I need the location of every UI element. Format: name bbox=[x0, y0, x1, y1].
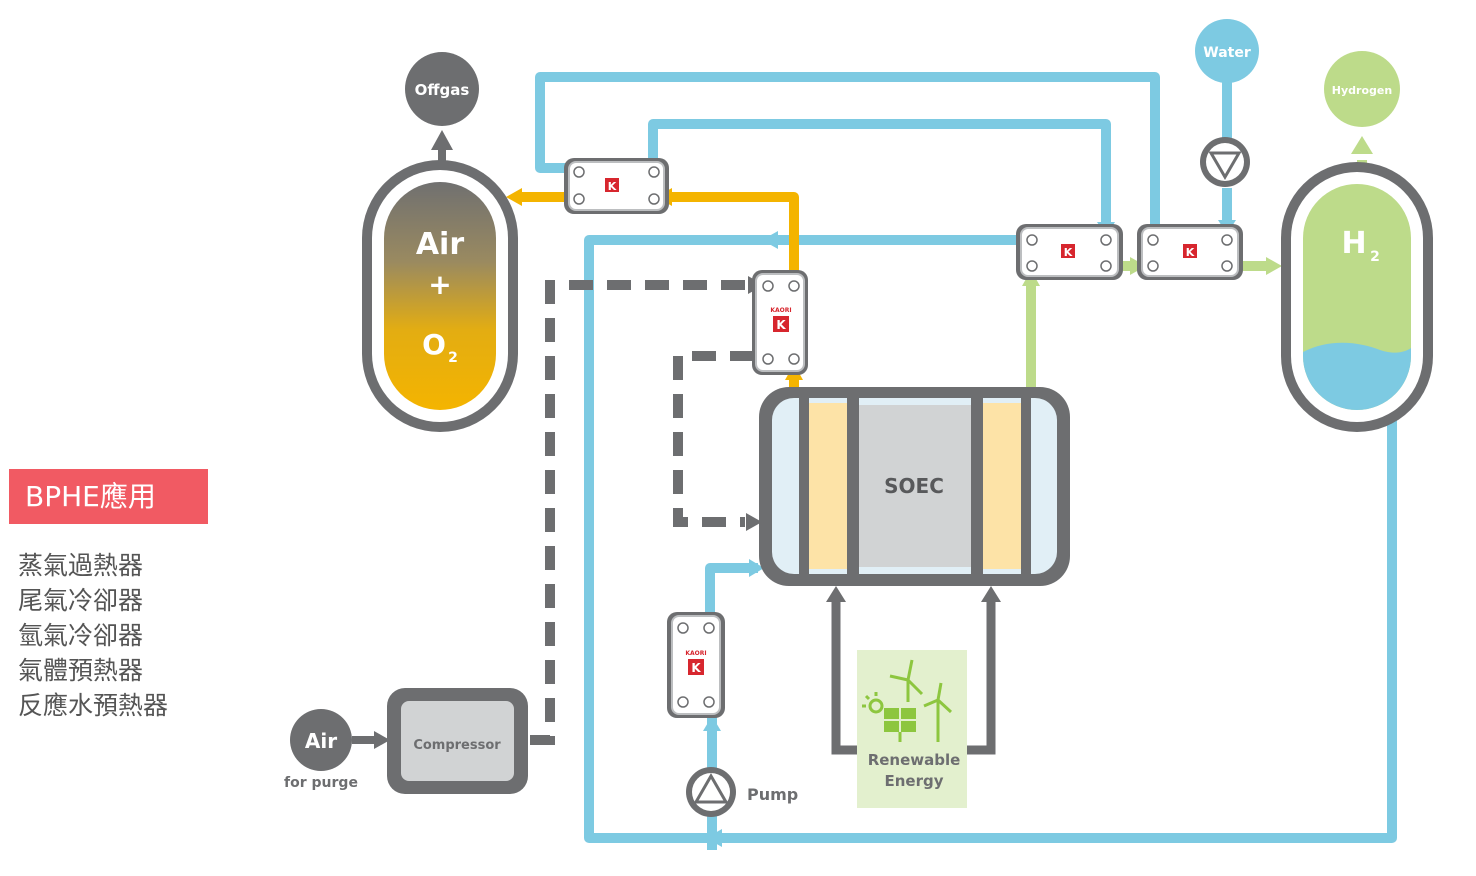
energy-left-line bbox=[831, 598, 858, 755]
hydrogen-circle bbox=[1324, 51, 1400, 127]
hx-mark: K bbox=[1186, 246, 1195, 259]
water-circle bbox=[1195, 19, 1259, 83]
arrow-energy-right bbox=[981, 586, 1001, 602]
soec-left-electrode bbox=[809, 403, 847, 569]
wind-solar-icon bbox=[862, 659, 953, 742]
kaori-logo bbox=[773, 316, 789, 332]
air-tank-plus-label: + bbox=[428, 268, 451, 301]
heat-exchanger-water-preheater: K KAORI bbox=[667, 612, 725, 718]
h2-tank-label: H bbox=[1341, 226, 1366, 261]
soec-right-gap bbox=[1021, 398, 1031, 574]
arrow-air-to-compressor bbox=[374, 731, 390, 749]
air-tank-o-subscript: 2 bbox=[448, 350, 458, 366]
h2-tank-subscript: 2 bbox=[1370, 249, 1380, 265]
arrow-pump-up bbox=[703, 716, 721, 731]
water-pipes bbox=[535, 72, 1397, 850]
pump-label: Pump bbox=[747, 785, 798, 804]
energy-right-line bbox=[966, 598, 996, 755]
reaction-water-pump: Pump bbox=[686, 767, 798, 817]
bphe-application-badge: BPHE應用 bbox=[9, 469, 208, 524]
energy-lines bbox=[831, 598, 996, 755]
list-item: 反應水預熱器 bbox=[18, 691, 169, 720]
list-item: 氣體預熱器 bbox=[18, 656, 144, 685]
water-node: Water bbox=[1195, 19, 1259, 83]
heat-exchanger-gas-preheater: K KAORI bbox=[752, 270, 808, 375]
renewable-label-line2: Energy bbox=[884, 772, 943, 790]
arrow-h2-to-tank bbox=[1266, 257, 1282, 275]
heat-exchanger-steam-superheater: K bbox=[1016, 224, 1123, 280]
h2-tank-water bbox=[1303, 342, 1411, 410]
offgas-circle bbox=[405, 52, 479, 126]
water-return-pipe bbox=[584, 235, 1397, 843]
kaori-logo bbox=[1183, 244, 1197, 258]
soec-stack: SOEC bbox=[759, 387, 1070, 586]
air-purge-node: Air for purge bbox=[284, 709, 358, 791]
compressor-inner bbox=[401, 701, 514, 781]
air-oxygen-tank: Air + O 2 bbox=[362, 160, 518, 432]
arrow-purge-into-soec bbox=[746, 513, 762, 531]
hydrogen-node: Hydrogen bbox=[1324, 51, 1400, 127]
hydrogen-tank: H 2 bbox=[1281, 162, 1433, 432]
list-item: 蒸氣過熱器 bbox=[18, 551, 144, 580]
arrow-oxygen-to-tank bbox=[506, 188, 522, 206]
soec-right-divider bbox=[971, 398, 983, 574]
air-tank-fill bbox=[384, 182, 496, 410]
hx-mark: K bbox=[608, 180, 617, 193]
water-inner-pipe bbox=[648, 119, 1111, 230]
water-top-pipe bbox=[535, 72, 1160, 237]
soec-electrolyte bbox=[859, 405, 971, 567]
arrow-energy-left bbox=[826, 586, 846, 602]
offgas-label: Offgas bbox=[415, 81, 470, 99]
renewable-energy: Renewable Energy bbox=[857, 650, 967, 808]
arrow-water-into-soec bbox=[749, 559, 764, 577]
hx2-to-soec-pipe bbox=[673, 351, 754, 527]
hx-mark: K bbox=[776, 318, 786, 332]
hx-brand: KAORI bbox=[685, 650, 706, 657]
hx-brand: KAORI bbox=[770, 307, 791, 314]
for-purge-label: for purge bbox=[284, 775, 358, 791]
list-item: 氫氣冷卻器 bbox=[18, 621, 144, 650]
offgas-node: Offgas bbox=[405, 52, 479, 126]
compressor-label: Compressor bbox=[413, 738, 501, 753]
heat-exchanger-exhaust-cooler: K bbox=[564, 158, 669, 214]
arrow-offgas bbox=[431, 130, 453, 150]
hx-mark: K bbox=[691, 661, 701, 675]
hydrogen-label: Hydrogen bbox=[1332, 84, 1392, 97]
air-purge-label: Air bbox=[305, 729, 337, 753]
compressor-to-hx2-pipe bbox=[530, 280, 745, 745]
heat-exchanger-hydrogen-cooler: K bbox=[1137, 224, 1243, 280]
oxygen-up-pipe bbox=[668, 192, 799, 275]
soec-right-electrode bbox=[983, 403, 1021, 569]
pump-to-soec-pipe bbox=[705, 563, 758, 622]
kaori-logo bbox=[605, 178, 619, 192]
air-purge-circle bbox=[290, 709, 352, 771]
soec-left-gap bbox=[799, 398, 809, 574]
compressor: Compressor bbox=[387, 688, 528, 794]
arrow-water-left bbox=[762, 231, 778, 249]
air-tank-o-label: O bbox=[422, 328, 446, 361]
bphe-application-list: 蒸氣過熱器 尾氣冷卻器 氫氣冷卻器 氣體預熱器 反應水預熱器 bbox=[18, 548, 168, 723]
list-item: 尾氣冷卻器 bbox=[18, 586, 144, 615]
arrow-h2-outlet bbox=[1351, 136, 1373, 154]
hx-mark: K bbox=[1064, 246, 1073, 259]
soec-label: SOEC bbox=[884, 474, 944, 498]
kaori-logo bbox=[1061, 244, 1075, 258]
purge-pipes bbox=[530, 280, 754, 745]
kaori-logo bbox=[688, 659, 704, 675]
water-inlet-pump bbox=[1200, 137, 1250, 187]
soec-left-divider bbox=[847, 398, 859, 574]
water-label: Water bbox=[1203, 45, 1251, 61]
air-tank-air-label: Air bbox=[416, 227, 465, 262]
arrow-return-left bbox=[706, 829, 722, 847]
renewable-label-line1: Renewable bbox=[868, 751, 961, 769]
